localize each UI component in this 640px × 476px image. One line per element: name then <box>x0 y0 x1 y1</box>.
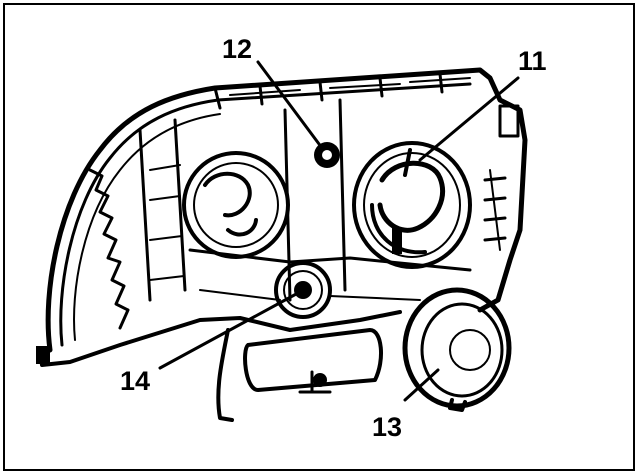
headlamp-housing <box>36 67 528 367</box>
callout-label-12: 12 <box>222 34 252 64</box>
leader-line-11 <box>418 76 520 162</box>
callout-label-14: 14 <box>120 366 150 396</box>
leader-line-12 <box>256 60 324 150</box>
leader-line-14 <box>158 291 300 370</box>
low-beam-bulb-opening <box>182 151 290 259</box>
adjusting-screw <box>314 142 340 168</box>
parking-lamp-socket <box>274 261 332 319</box>
high-beam-bulb <box>352 141 472 269</box>
callout-label-11: 11 <box>518 46 547 76</box>
leader-line-13 <box>403 368 440 402</box>
callout-label-13: 13 <box>372 412 402 442</box>
cover-cap <box>402 287 512 412</box>
lower-lamp-unit <box>216 328 383 422</box>
callout-leaders <box>158 60 520 402</box>
